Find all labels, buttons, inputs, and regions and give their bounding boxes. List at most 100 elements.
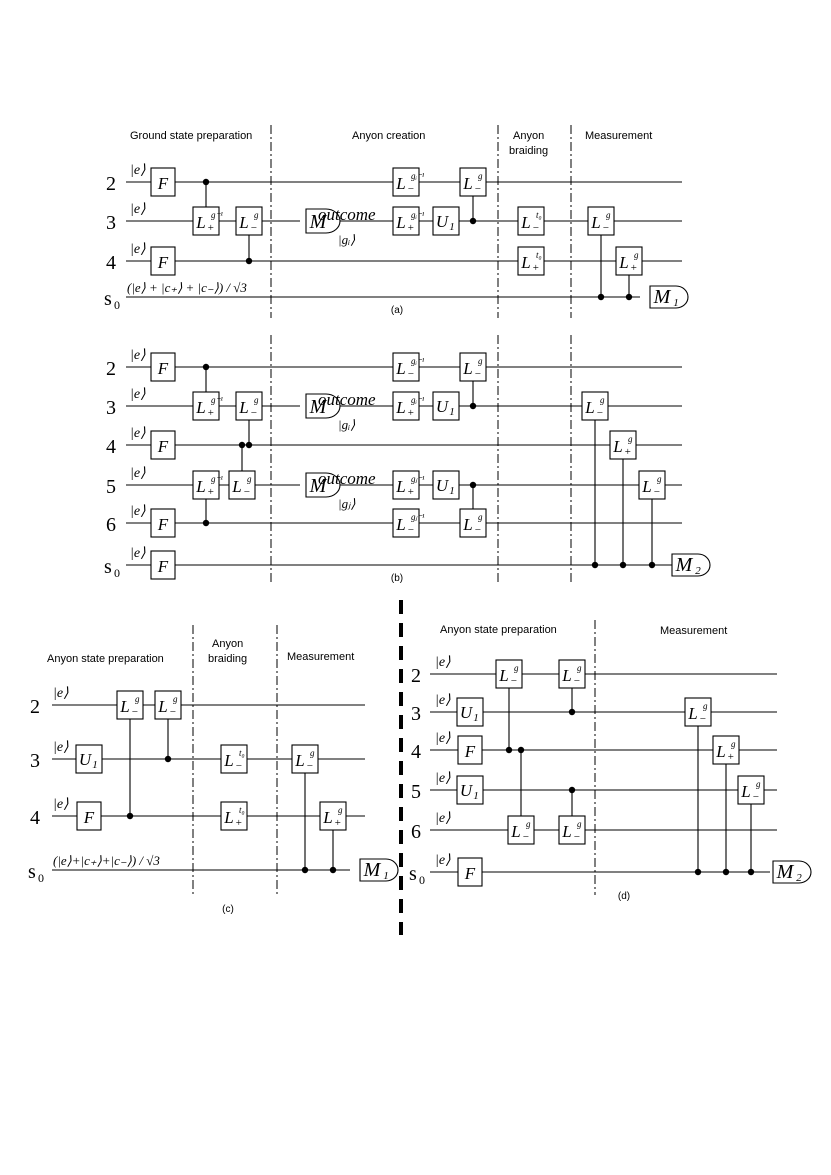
gate-l-label: L <box>195 398 205 417</box>
gate-l-superscript: gⱼ⁻¹ <box>411 474 425 484</box>
gate-l-sign: + <box>624 446 631 458</box>
section-label-braiding: braiding <box>509 145 548 157</box>
wire-label: 4 <box>411 741 421 763</box>
gate-u-sub: 1 <box>473 712 479 724</box>
gate-f-box <box>150 352 176 382</box>
final-measurement-label: M <box>776 861 795 883</box>
gate-l-label: L <box>322 808 332 827</box>
gate-u-box <box>75 744 103 774</box>
wire-label-s: s <box>28 861 36 883</box>
gate-l-box <box>392 508 420 538</box>
section-label-creation: Anyon creation <box>352 130 425 142</box>
final-measurement-label: M <box>675 554 694 576</box>
gate-u-sub: 1 <box>92 759 98 771</box>
gate-l-label: L <box>395 398 405 417</box>
control-dot <box>245 441 253 449</box>
wire-label-sub: 0 <box>114 298 120 312</box>
control-dot <box>238 441 246 449</box>
wire-label-s: s <box>409 863 417 885</box>
gate-f-box <box>150 167 176 197</box>
gate-l-label: L <box>462 515 472 534</box>
wire-label: 4 <box>106 436 116 458</box>
gate-l-sign: − <box>306 760 313 772</box>
final-measurement-sub: 2 <box>695 565 701 577</box>
gate-l-sign: − <box>131 706 138 718</box>
gate-l-box <box>392 206 420 236</box>
gate-f-label: F <box>157 515 169 534</box>
wire-label: 6 <box>411 821 421 843</box>
gate-u-sub: 1 <box>449 485 455 497</box>
control-dot <box>245 257 253 265</box>
gate-l-superscript: g <box>634 250 639 260</box>
gate-l-superscript: g <box>731 739 736 749</box>
gate-u-box <box>456 697 484 727</box>
gate-l-sign: − <box>573 831 580 843</box>
gate-l-sign: − <box>510 675 517 687</box>
gate-u-box <box>432 206 460 236</box>
input-ket-e: |e⟩ <box>130 348 146 363</box>
caption-d: (d) <box>618 891 630 902</box>
gate-l-superscript: g⁻¹ <box>211 210 223 220</box>
gate-l-label: L <box>715 742 725 761</box>
final-measurement-sub: 1 <box>383 870 389 882</box>
gate-l-sign: − <box>235 760 242 772</box>
control-dot <box>597 293 605 301</box>
wire-label: 2 <box>106 358 116 380</box>
gate-l-box <box>220 801 248 831</box>
gate-u-label: U <box>436 397 450 416</box>
gate-l-label: L <box>395 359 405 378</box>
gate-l-superscript: t₀ <box>239 748 245 758</box>
final-measurement-label: M <box>363 859 382 881</box>
input-ket-e: |e⟩ <box>435 731 451 746</box>
gate-l-superscript: t₀ <box>239 805 245 815</box>
gate-l-sign: + <box>207 486 214 498</box>
wire-label: 2 <box>411 665 421 687</box>
gate-l-superscript: g <box>606 210 611 220</box>
gate-l-box <box>459 352 487 382</box>
control-dot <box>625 293 633 301</box>
gate-l-label: L <box>498 666 508 685</box>
caption-b: (b) <box>391 573 403 584</box>
gate-l-label: L <box>119 697 129 716</box>
gate-l-box <box>392 167 420 197</box>
gate-l-label: L <box>223 751 233 770</box>
gate-l-sign: + <box>207 222 214 234</box>
gate-l-superscript: g <box>310 748 315 758</box>
gate-l-sign: + <box>532 262 539 274</box>
final-measurement-sub: 1 <box>673 297 679 309</box>
gate-l-label: L <box>740 782 750 801</box>
gate-l-sign: − <box>596 407 603 419</box>
gate-l-box <box>507 815 535 845</box>
gate-l-superscript: g <box>703 701 708 711</box>
gate-l-label: L <box>687 704 697 723</box>
gate-l-sign: − <box>169 706 176 718</box>
gate-f-box <box>150 246 176 276</box>
gate-l-box <box>392 391 420 421</box>
control-dot <box>648 561 656 569</box>
gate-l-label: L <box>520 213 530 232</box>
measurement-gate <box>305 393 341 419</box>
gate-l-superscript: g <box>478 171 483 181</box>
outcome-label-j: outcome <box>318 469 376 488</box>
gate-l-box <box>116 690 144 720</box>
outcome-value-j: |gⱼ⟩ <box>338 496 355 511</box>
gate-l-superscript: g⁻¹ <box>211 474 223 484</box>
control-dot <box>619 561 627 569</box>
section-label-prep: Anyon state preparation <box>440 624 557 636</box>
gate-l-sign: + <box>334 817 341 829</box>
gate-l-superscript: gᵢ⁻¹ <box>411 395 425 405</box>
gate-l-sign: − <box>699 713 706 725</box>
gate-l-label: L <box>510 822 520 841</box>
control-dot <box>505 746 513 754</box>
input-ket-e: |e⟩ <box>53 797 69 812</box>
gate-l-box <box>192 206 220 236</box>
section-label-anyon: Anyon <box>513 130 544 142</box>
gate-l-sign: − <box>243 486 250 498</box>
gate-f-box <box>150 550 176 580</box>
gate-l-superscript: g <box>135 694 140 704</box>
gate-f-label: F <box>157 253 169 272</box>
control-dot <box>469 402 477 410</box>
gate-l-superscript: g <box>478 356 483 366</box>
